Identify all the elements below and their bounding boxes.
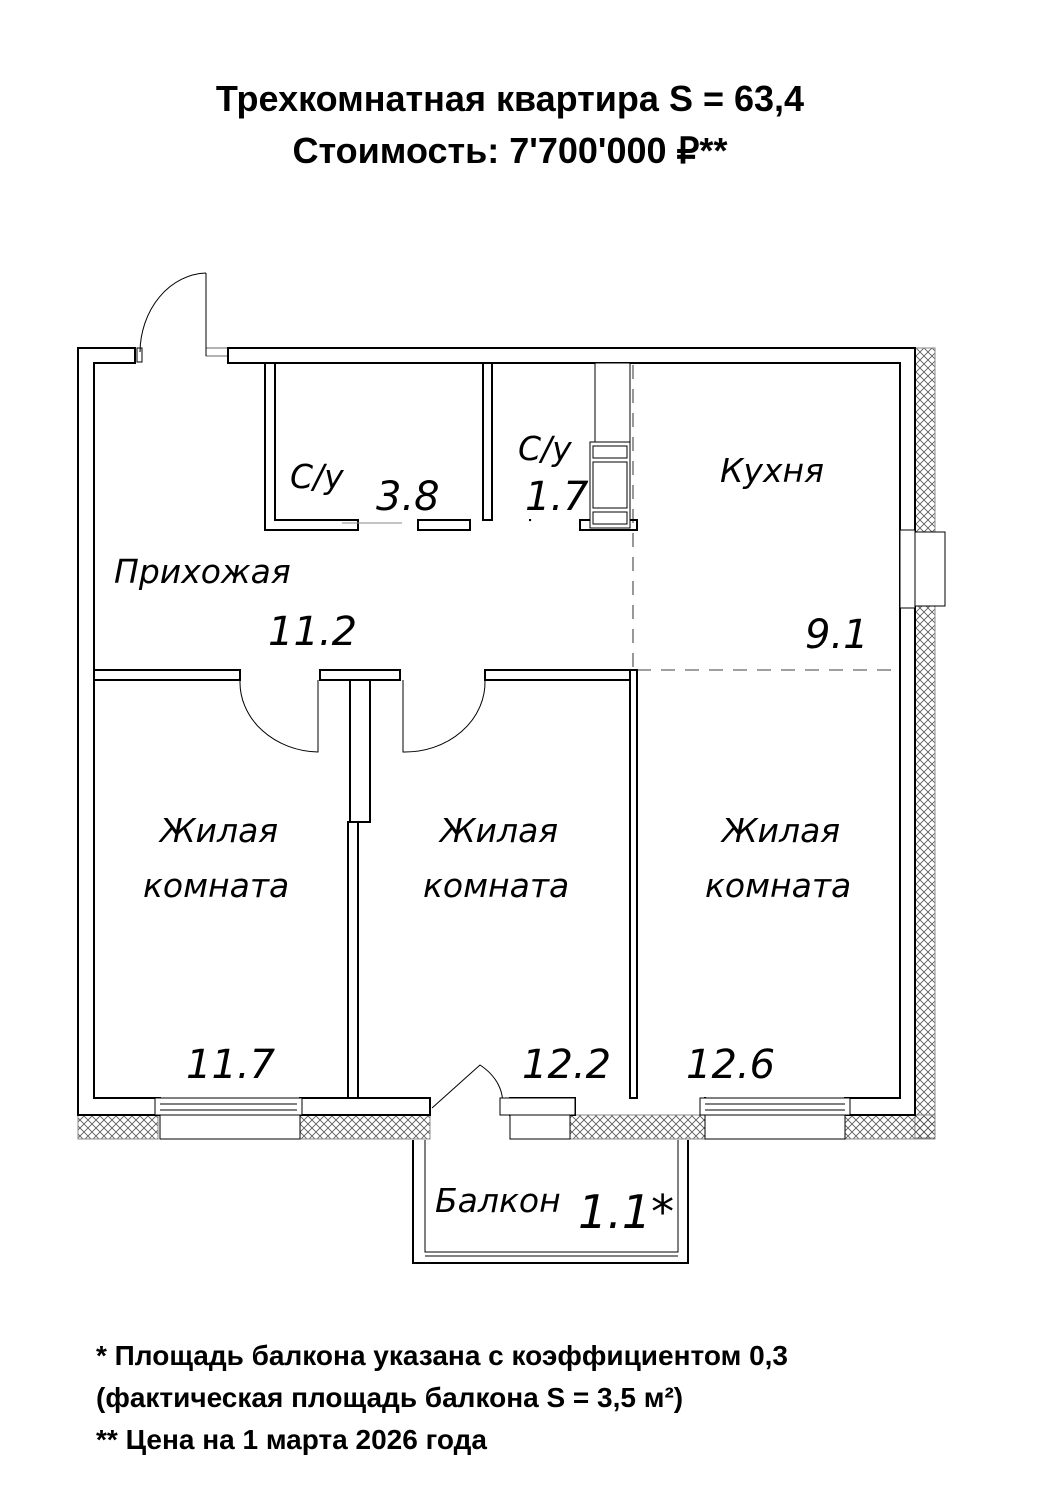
hall-area: 11.2 [268, 609, 357, 655]
bath2-name: С/у [518, 429, 572, 468]
room3-name: Жилая [720, 811, 840, 850]
room2-area: 12.2 [522, 1042, 611, 1088]
room2-name2: комната [423, 866, 569, 905]
room1-area: 11.7 [186, 1042, 276, 1088]
bathroom-walls [264, 362, 638, 531]
balcony-area: 1.1* [578, 1185, 674, 1239]
bath2-area: 1.7 [525, 474, 589, 520]
plan-title: Трехкомнатная квартира S = 63,4 [215, 78, 805, 119]
hall-name: Прихожая [114, 552, 291, 591]
balcony-name: Балкон [435, 1181, 561, 1220]
footnotes: * Площадь балкона указана с коэффициенто… [96, 1335, 788, 1461]
room1-name2: комната [143, 866, 289, 905]
note-actual-area: (фактическая площадь балкона S = 3,5 м²) [96, 1382, 684, 1413]
room1-name: Жилая [158, 811, 278, 850]
kitchen-area: 9.1 [805, 612, 869, 658]
room3-area: 12.6 [686, 1042, 775, 1088]
bath1-area: 3.8 [376, 474, 440, 520]
bath1-name: С/у [290, 457, 344, 496]
room-labels: С/у 3.8 С/у 1.7 Кухня 9.1 Прихожая 11.2 … [114, 429, 869, 1239]
room3-name2: комната [705, 866, 851, 905]
price: Стоимость: 7'700'000 ₽** [292, 130, 728, 171]
note-balcony-coefficient: * Площадь балкона указана с коэффициенто… [96, 1340, 788, 1371]
note-price-date: ** Цена на 1 марта 2026 года [96, 1424, 487, 1455]
windows [154, 529, 946, 1140]
room2-name: Жилая [438, 811, 558, 850]
balcony [412, 1140, 689, 1264]
interior-walls [93, 365, 898, 1099]
kitchen-name: Кухня [720, 451, 824, 490]
entrance-door[interactable] [136, 272, 229, 363]
